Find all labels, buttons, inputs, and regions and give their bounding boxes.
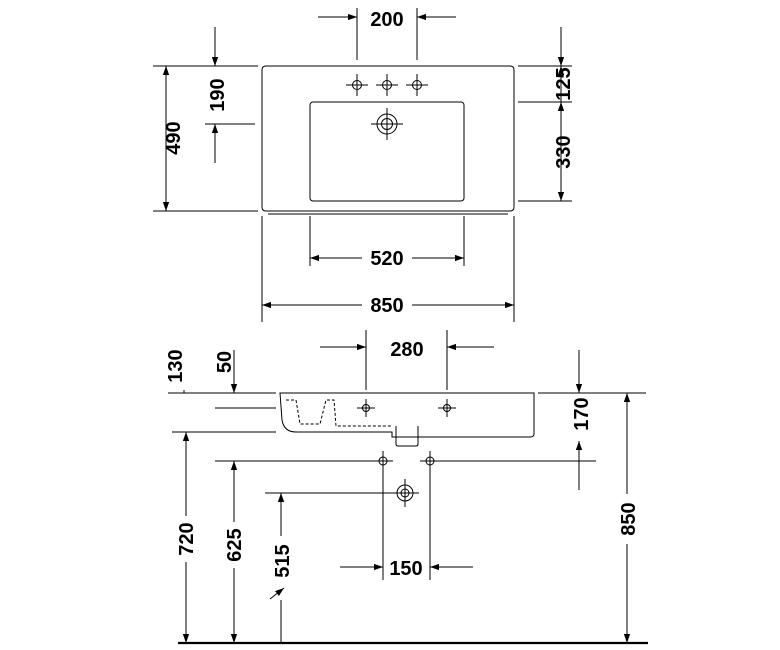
dim-850-height: 850 bbox=[540, 392, 646, 643]
dim-190: 190 bbox=[205, 27, 255, 163]
dim-850-width-label: 850 bbox=[370, 295, 403, 317]
side-tap-hole-2 bbox=[438, 399, 456, 417]
dim-200: 200 bbox=[318, 8, 456, 60]
dim-625: 625 bbox=[215, 460, 375, 643]
dim-490: 490 bbox=[153, 65, 258, 212]
dim-490-label: 490 bbox=[163, 121, 185, 154]
basin-outline bbox=[261, 65, 515, 212]
dim-520-label: 520 bbox=[370, 248, 403, 270]
dim-720: 720 bbox=[172, 431, 276, 643]
dim-280: 280 bbox=[320, 330, 494, 390]
dim-720-label: 720 bbox=[176, 522, 198, 555]
dim-125-label: 125 bbox=[553, 67, 575, 100]
waste-marker-right bbox=[420, 451, 440, 471]
dim-150-label: 150 bbox=[389, 558, 422, 580]
side-view: 280 130 50 170 850 bbox=[165, 330, 648, 645]
dim-850-width: 850 bbox=[261, 216, 515, 322]
dim-515: 515 bbox=[265, 492, 393, 643]
side-tap-hole-1 bbox=[357, 399, 375, 417]
tap-hole-right bbox=[406, 74, 428, 96]
dim-625-label: 625 bbox=[224, 528, 246, 561]
bowl-outline bbox=[309, 101, 465, 202]
dim-130-label: 130 bbox=[165, 349, 187, 382]
dim-330-label: 330 bbox=[553, 135, 575, 168]
dim-130: 130 bbox=[165, 349, 276, 394]
dim-200-label: 200 bbox=[370, 9, 403, 31]
dim-170-label: 170 bbox=[571, 397, 593, 430]
dim-150: 150 bbox=[340, 471, 473, 580]
dim-190-label: 190 bbox=[207, 78, 229, 111]
waste-marker-left bbox=[373, 451, 393, 471]
dim-170: 170 bbox=[438, 350, 596, 490]
dim-520: 520 bbox=[309, 216, 465, 270]
dim-125: 125 bbox=[518, 27, 575, 202]
dim-515-label: 515 bbox=[272, 544, 294, 577]
waste-outlet bbox=[395, 426, 419, 447]
top-view: 200 190 490 125 330 bbox=[153, 8, 575, 322]
tap-hole-left bbox=[346, 74, 368, 96]
drain bbox=[371, 108, 403, 140]
dim-50: 50 bbox=[214, 350, 276, 409]
dim-330: 330 bbox=[553, 102, 575, 201]
basin-profile bbox=[279, 392, 535, 438]
overflow-channel bbox=[286, 399, 392, 427]
dim-280-label: 280 bbox=[390, 339, 423, 361]
dim-850-height-label: 850 bbox=[618, 502, 640, 535]
dim-50-label: 50 bbox=[214, 351, 236, 373]
tap-hole-center bbox=[376, 74, 398, 96]
trap-outlet bbox=[391, 479, 419, 507]
